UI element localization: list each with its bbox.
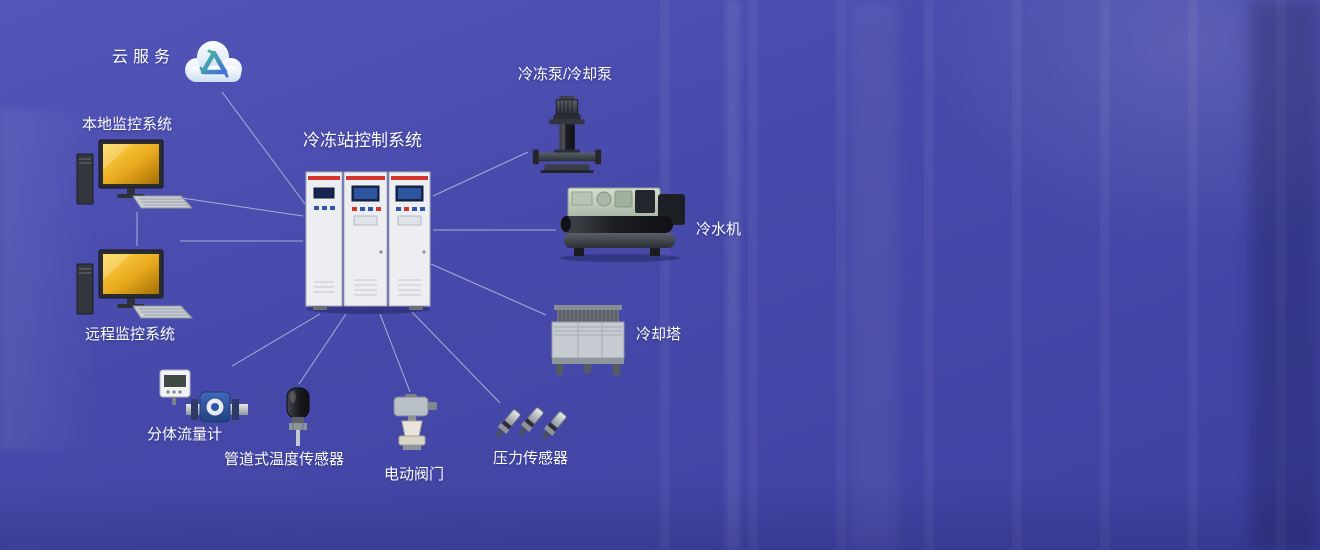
pressure-sensor-label: 压力传感器 bbox=[493, 450, 569, 467]
connection-control-flowmeter bbox=[231, 313, 321, 367]
chiller-icon bbox=[558, 182, 688, 262]
cooling-tower-icon bbox=[548, 303, 628, 377]
cooling-tower-label: 冷却塔 bbox=[636, 326, 682, 343]
connection-control-local bbox=[181, 197, 304, 217]
electric-valve-label: 电动阀门 bbox=[384, 466, 445, 483]
remote-monitor-label: 远程监控系统 bbox=[85, 326, 176, 343]
control-system-label: 冷冻站控制系统 bbox=[303, 131, 422, 150]
bg-decoration-column bbox=[850, 0, 898, 550]
local-computer-icon bbox=[75, 138, 195, 210]
connection-control-cloud bbox=[221, 91, 306, 205]
connection-control-pump bbox=[432, 151, 529, 197]
remote-computer-icon bbox=[75, 248, 195, 320]
electric-valve-icon bbox=[388, 394, 440, 454]
flow-meter-icon bbox=[158, 368, 250, 426]
connection-control-tempsensor bbox=[298, 313, 347, 385]
cloud-icon bbox=[178, 32, 250, 90]
bg-decoration-shade bbox=[0, 480, 1320, 550]
temperature-sensor-label: 管道式温度传感器 bbox=[224, 451, 345, 468]
connection-control-valve bbox=[379, 313, 411, 393]
bg-decoration-shade bbox=[1250, 0, 1320, 550]
pump-label: 冷冻泵/冷却泵 bbox=[518, 66, 613, 83]
control-cabinet-icon bbox=[303, 168, 433, 314]
bg-decoration-column bbox=[726, 0, 740, 550]
pump-icon bbox=[532, 96, 602, 174]
connection-control-pressure bbox=[411, 311, 501, 404]
pressure-sensor-icon bbox=[492, 405, 568, 449]
local-monitor-label: 本地监控系统 bbox=[82, 116, 173, 133]
cloud-service-label: 云服务 bbox=[112, 49, 176, 66]
flow-meter-label: 分体流量计 bbox=[147, 426, 223, 443]
temperature-sensor-icon bbox=[278, 386, 320, 448]
bg-decoration-stripes bbox=[660, 0, 1320, 550]
chiller-label: 冷水机 bbox=[696, 221, 742, 238]
bg-decoration-glow bbox=[880, 0, 1320, 280]
connection-control-tower bbox=[430, 263, 547, 316]
